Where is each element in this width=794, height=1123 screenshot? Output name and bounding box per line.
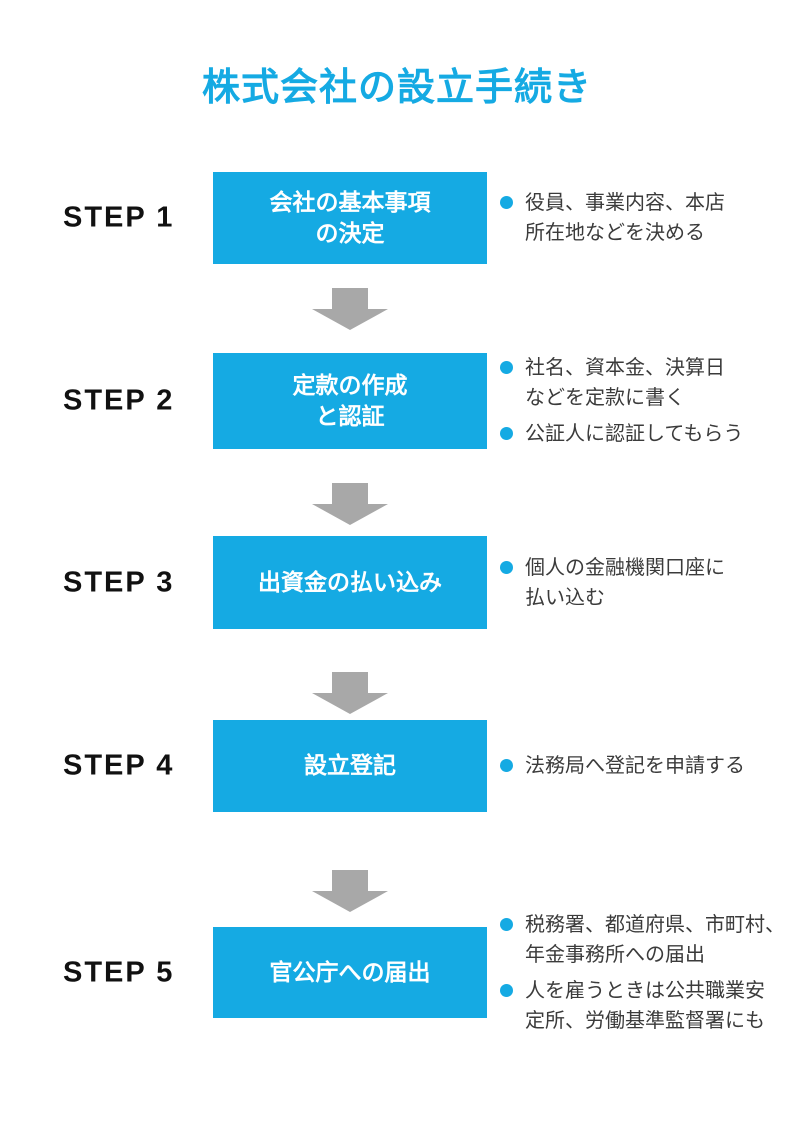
step-3-bullets: 個人の金融機関口座に 払い込む [500,553,788,613]
step-1-box: 会社の基本事項 の決定 [213,172,487,264]
step-row-4: STEP 4 設立登記 法務局へ登記を申請する [0,720,794,812]
bullet-text: 役員、事業内容、本店 所在地などを決める [525,192,725,244]
down-arrow-icon [312,870,388,912]
list-item: 人を雇うときは公共職業安 定所、労働基準監督署にも [500,976,788,1036]
bullet-dot-icon [500,759,513,772]
bullet-dot-icon [500,427,513,440]
step-4-bullets: 法務局へ登記を申請する [500,751,788,781]
step-2-bullets: 社名、資本金、決算日 などを定款に書く 公証人に認証してもらう [500,353,788,449]
bullet-dot-icon [500,917,513,931]
step-4-box-label: 設立登記 [304,752,396,779]
step-3-label: STEP 3 [63,566,175,598]
bullet-dot-icon [500,983,513,997]
down-arrow-icon [312,288,388,330]
step-5-box: 官公庁への届出 [213,927,487,1018]
step-row-1: STEP 1 会社の基本事項 の決定 役員、事業内容、本店 所在地などを決める [0,172,794,264]
step-5-bullets: 税務署、都道府県、市町村、 年金事務所への届出 人を雇うときは公共職業安 定所、… [500,910,788,1036]
bullet-text: 法務局へ登記を申請する [525,755,745,777]
step-2-box: 定款の作成 と認証 [213,353,487,449]
list-item: 税務署、都道府県、市町村、 年金事務所への届出 [500,910,788,970]
bullet-text: 社名、資本金、決算日 などを定款に書く [525,357,725,409]
page-title: 株式会社の設立手続き [201,67,592,109]
step-row-5: STEP 5 官公庁への届出 税務署、都道府県、市町村、 年金事務所への届出 人… [0,914,794,1032]
step-row-2: STEP 2 定款の作成 と認証 社名、資本金、決算日 などを定款に書く 公証人… [0,353,794,449]
step-3-box-label: 出資金の払い込み [258,568,442,595]
list-item: 法務局へ登記を申請する [500,751,788,781]
step-1-label: STEP 1 [63,201,175,234]
step-4-box: 設立登記 [213,720,487,812]
down-arrow-icon [312,672,388,714]
step-3-box: 出資金の払い込み [213,536,487,629]
list-item: 社名、資本金、決算日 などを定款に書く [500,353,788,413]
step-5-label: STEP 5 [63,956,175,988]
step-2-label: STEP 2 [63,384,175,417]
step-1-box-label: 会社の基本事項 の決定 [269,188,431,246]
bullet-text: 税務署、都道府県、市町村、 年金事務所への届出 [525,913,785,966]
bullet-dot-icon [500,361,513,374]
bullet-dot-icon [500,196,513,209]
step-row-3: STEP 3 出資金の払い込み 個人の金融機関口座に 払い込む [0,536,794,629]
step-4-label: STEP 4 [63,749,175,782]
step-2-box-label: 定款の作成 と認証 [292,371,408,429]
step-1-bullets: 役員、事業内容、本店 所在地などを決める [500,188,788,248]
bullet-text: 人を雇うときは公共職業安 定所、労働基準監督署にも [525,979,765,1032]
list-item: 役員、事業内容、本店 所在地などを決める [500,188,788,248]
list-item: 個人の金融機関口座に 払い込む [500,553,788,613]
bullet-text: 公証人に認証してもらう [525,423,744,445]
bullet-text: 個人の金融機関口座に 払い込む [525,556,725,609]
step-5-box-label: 官公庁への届出 [269,958,431,985]
bullet-dot-icon [500,560,513,574]
list-item: 公証人に認証してもらう [500,419,788,449]
down-arrow-icon [312,483,388,525]
